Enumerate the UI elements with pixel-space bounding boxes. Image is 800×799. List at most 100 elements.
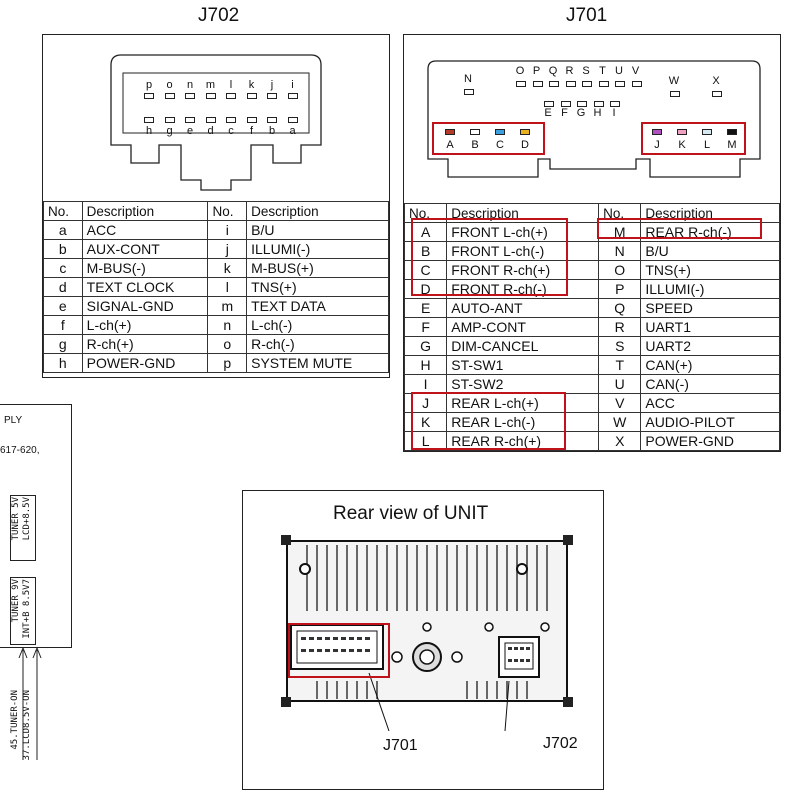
j702-cell-description: SYSTEM MUTE	[246, 353, 389, 373]
j701-cell-description: ACC	[640, 393, 780, 413]
j701-rear-m-row-highlight	[597, 218, 762, 239]
j701-cell-description: REAR R-ch(+)	[446, 431, 600, 451]
j702-cell-description: L-ch(-)	[246, 315, 389, 335]
side-text-pages: 617-620,	[0, 445, 40, 456]
j702-cell-description: POWER-GND	[81, 353, 209, 373]
pin-label-N: N	[464, 73, 472, 85]
pin-label-j: j	[270, 79, 274, 91]
j702-cell-pin: m	[207, 296, 248, 316]
j701-cell-pin: W	[598, 412, 642, 432]
pin-label-e: e	[186, 125, 194, 137]
pin-label-O: O	[515, 65, 525, 77]
pin-cavity	[670, 91, 680, 97]
side-vert-lcd85v: LCD+8.5V	[22, 497, 32, 541]
j701-title: J701	[566, 5, 608, 26]
j701-cell-pin: N	[598, 241, 642, 261]
pin-label-E: E	[544, 107, 552, 119]
j702-cell-description: R-ch(-)	[246, 334, 389, 354]
pin-label-W: W	[668, 75, 680, 87]
pin-label-Q: Q	[548, 65, 558, 77]
j701-cell-description: REAR L-ch(-)	[446, 412, 600, 432]
j702-cell-description: R-ch(+)	[81, 334, 209, 354]
pin-cavity	[185, 93, 195, 99]
j702-cell-description: AUX-CONT	[81, 239, 209, 259]
pin-label-R: R	[565, 65, 574, 77]
rear-j701-highlight	[288, 623, 390, 678]
j701-cell-description: SPEED	[640, 298, 780, 318]
pin-label-f: f	[249, 125, 254, 137]
pin-label-K: K	[678, 139, 686, 151]
pin-cavity	[593, 101, 604, 107]
j702-cell-pin: g	[43, 334, 83, 354]
rear-j701-label: J701	[383, 737, 418, 754]
j702-cell-pin: o	[207, 334, 248, 354]
pin-cavity	[226, 117, 236, 123]
pin-label-D: D	[521, 139, 529, 151]
pin-cavity	[205, 117, 216, 123]
pin-label-i: i	[291, 79, 294, 91]
pin-label-k: k	[248, 79, 255, 91]
j702-cell-pin: d	[43, 277, 83, 297]
j701-rear-pins-highlight	[641, 122, 746, 155]
j702-connector-outline	[110, 54, 322, 191]
pin-label-G: G	[576, 107, 586, 119]
pin-label-F: F	[561, 107, 568, 119]
j702-header-1: Description	[81, 201, 209, 221]
j702-cell-pin: j	[207, 239, 248, 259]
side-label-box-2	[10, 577, 36, 645]
side-vert-intb: INT+B 8.5V7	[22, 579, 32, 639]
j702-cell-pin: h	[43, 353, 83, 373]
side-vert-lcd-on: 37.LCD8.5V-ON	[22, 690, 32, 761]
pin-label-I: I	[612, 107, 616, 119]
side-vert-tuner-on: 45.TUNER-ON	[10, 690, 20, 750]
j702-header-0: No.	[43, 201, 83, 221]
pin-cavity	[267, 93, 277, 99]
pin-label-o: o	[166, 79, 173, 91]
j702-cell-description: M-BUS(+)	[246, 258, 389, 278]
j701-cell-description: AUDIO-PILOT	[640, 412, 780, 432]
j702-cell-description: B/U	[246, 220, 389, 240]
j701-connector-outline	[427, 60, 761, 178]
side-arrows	[18, 646, 42, 760]
pin-cavity	[702, 129, 712, 135]
pin-cavity	[287, 117, 298, 123]
j702-cell-pin: n	[207, 315, 248, 335]
j702-cell-pin: f	[43, 315, 83, 335]
pin-cavity	[164, 93, 175, 99]
pin-label-S: S	[582, 65, 590, 77]
side-vert-tuner9v: TUNER 9V	[11, 579, 21, 623]
j702-cell-description: ILLUMI(-)	[246, 239, 389, 259]
pin-cavity	[470, 129, 480, 135]
pin-cavity	[520, 129, 530, 135]
j701-cell-pin: L	[403, 431, 448, 451]
pin-cavity	[598, 81, 609, 87]
j701-cell-pin: G	[403, 336, 448, 356]
j701-cell-description: ST-SW1	[446, 355, 600, 375]
pin-label-P: P	[532, 65, 541, 77]
pin-cavity	[727, 129, 737, 135]
j702-cell-pin: p	[207, 353, 248, 373]
pin-label-V: V	[631, 65, 640, 77]
pin-cavity	[549, 81, 559, 87]
j702-header-3: Description	[246, 201, 389, 221]
side-schematic-fragment: PLY 617-620, TUNER 5V LCD+8.5V TUNER 9V …	[0, 404, 72, 648]
pin-label-A: A	[446, 139, 454, 151]
side-vert-tuner5v: TUNER 5V	[11, 497, 21, 541]
j701-cell-pin: O	[598, 260, 642, 280]
pin-label-l: l	[229, 79, 233, 91]
pin-cavity	[205, 93, 216, 99]
j702-cell-description: ACC	[81, 220, 209, 240]
j701-cell-description: FRONT L-ch(-)	[446, 241, 600, 261]
pin-cavity	[287, 93, 298, 99]
j702-cell-pin: k	[207, 258, 248, 278]
j702-cell-pin: c	[43, 258, 83, 278]
